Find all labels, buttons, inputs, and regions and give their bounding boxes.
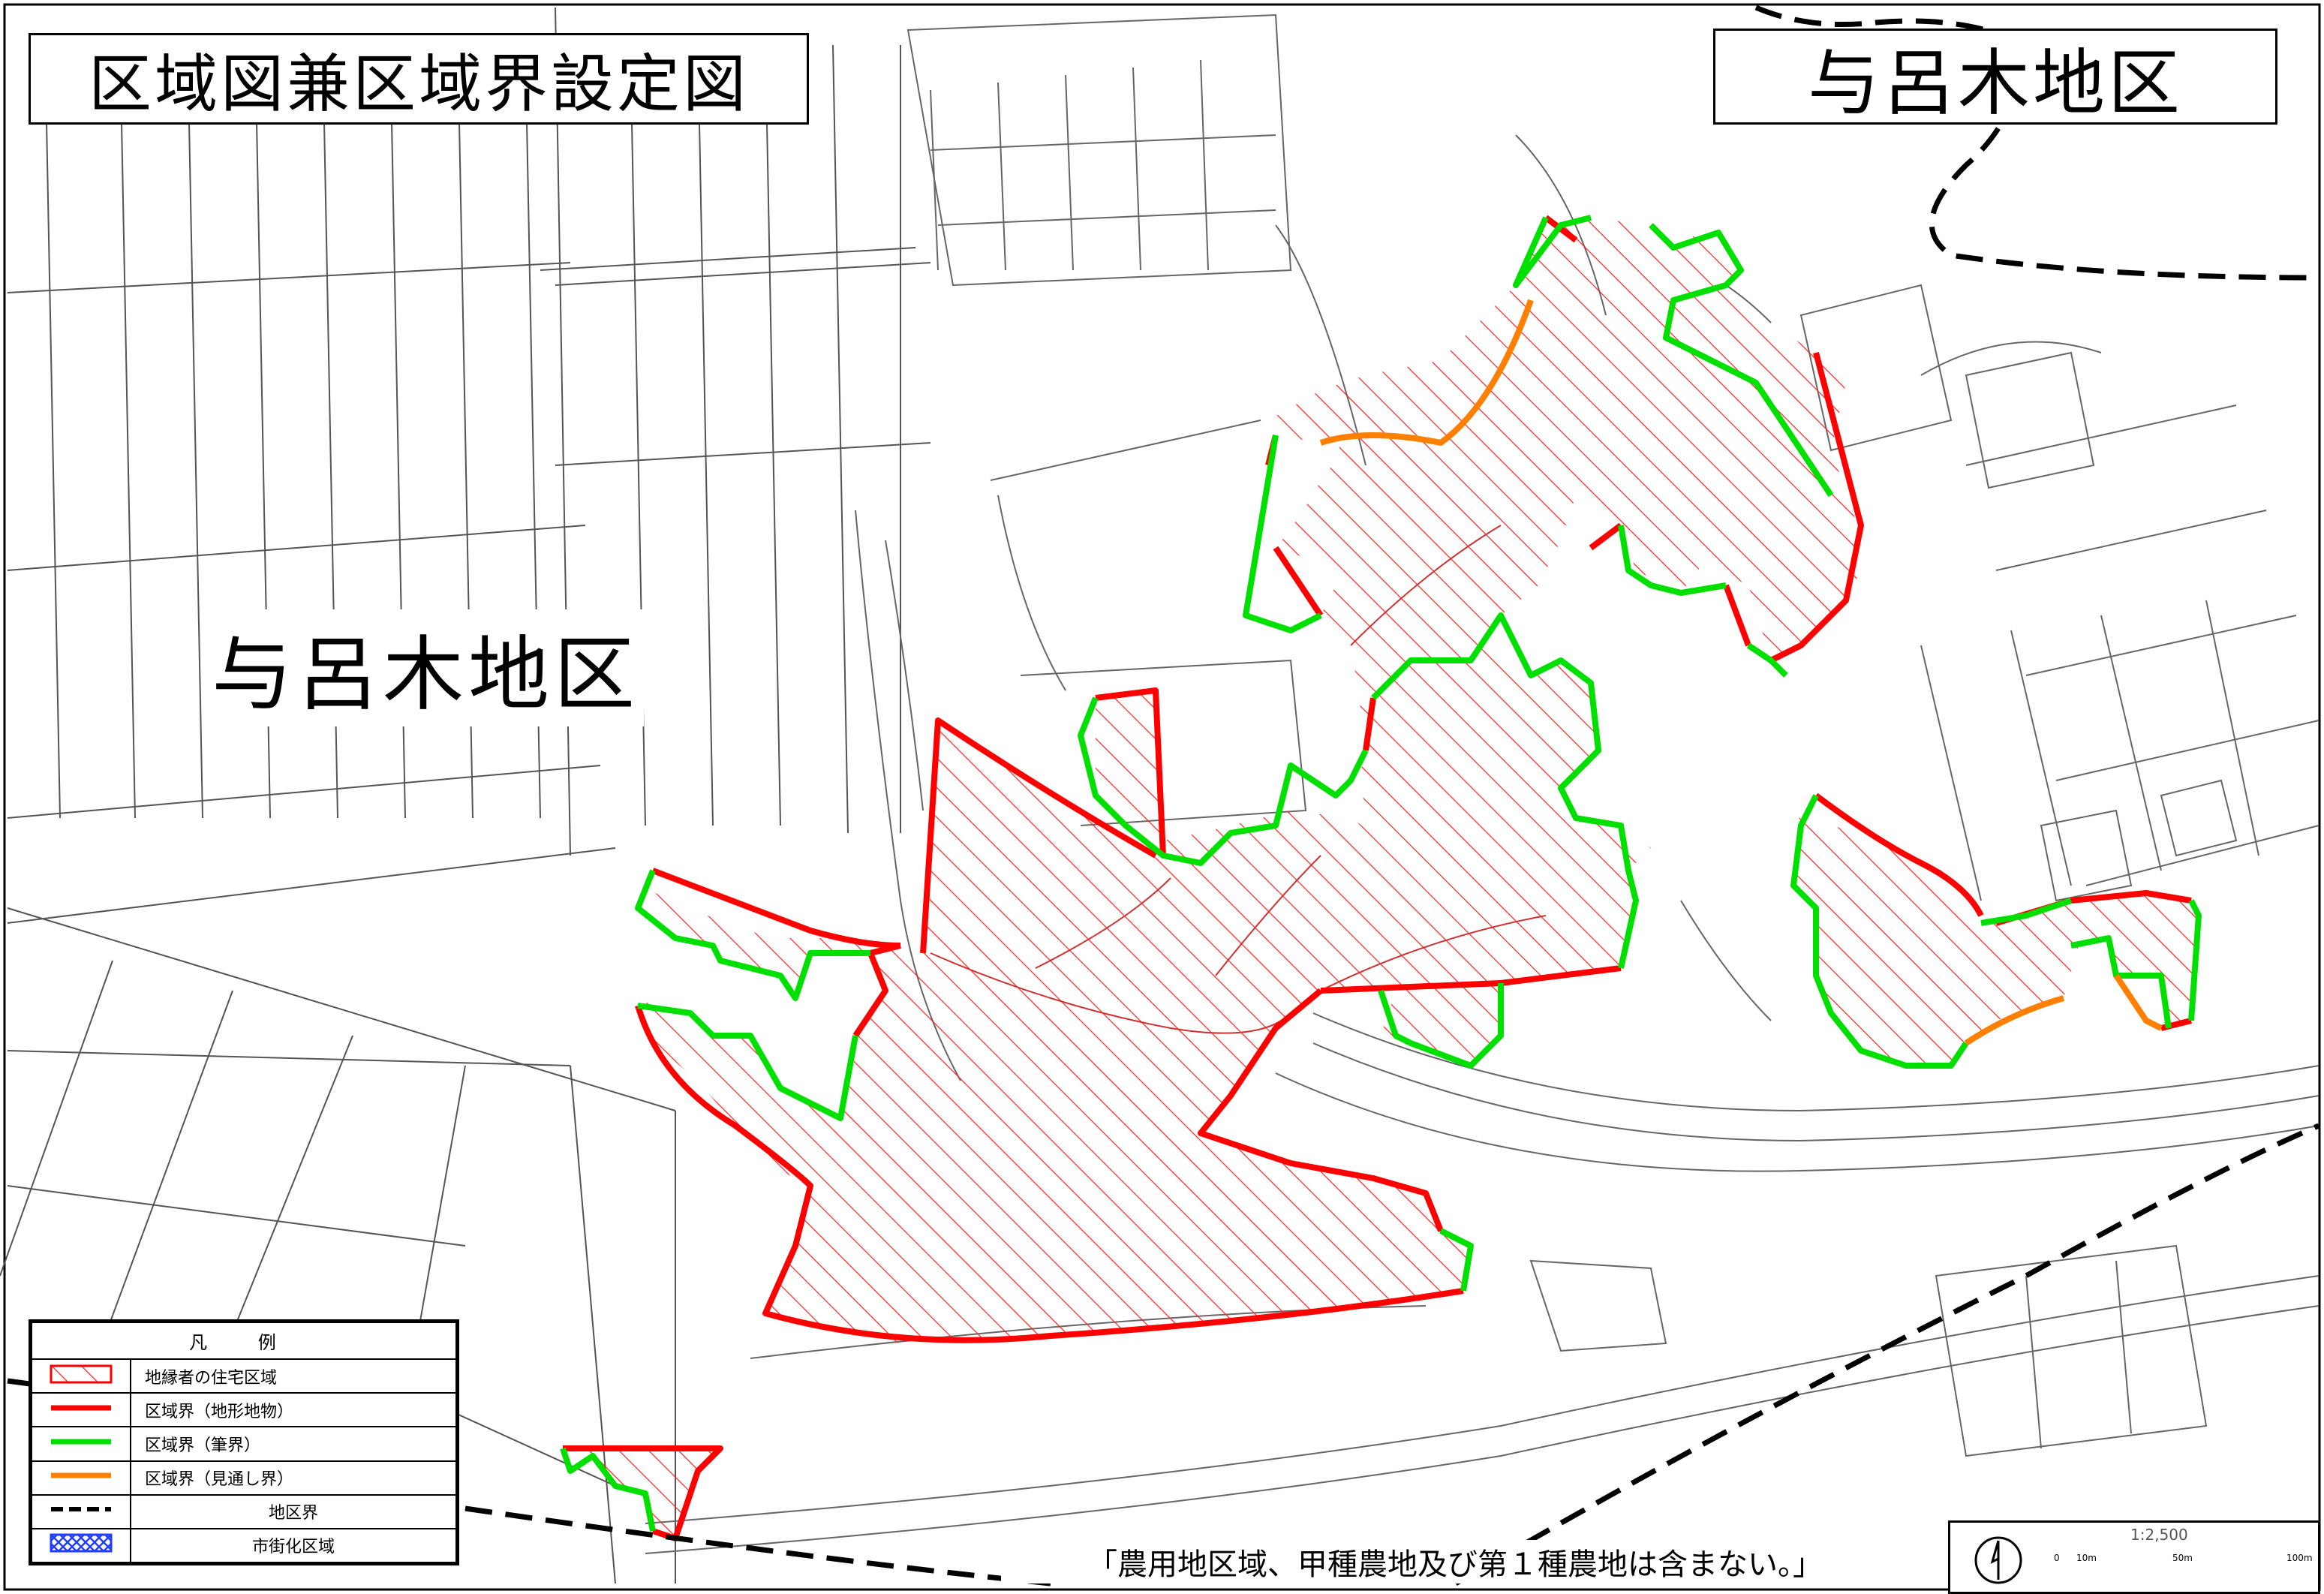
legend-symbol-district [31, 1493, 131, 1529]
legend-label-residential: 地縁者の住宅区域 [130, 1358, 457, 1394]
north-arrow-icon [1974, 1536, 2022, 1584]
district-map-label: 与呂木地区 [207, 609, 645, 726]
exclusion-note: 「農用地区域、甲種農地及び第１種農地は含まない。」 [1001, 1540, 1909, 1583]
paddy-field-grid [0, 7, 931, 1584]
blue-crosshatch-icon [50, 1533, 113, 1553]
map-title: 区域図兼区域界設定図 [29, 33, 809, 125]
legend-label-sight: 区域界（見通し界） [130, 1460, 457, 1496]
legend-symbol-residential [31, 1358, 131, 1394]
legend-label-lot: 区域界（筆界） [130, 1426, 457, 1462]
legend-symbol-urbanization [31, 1527, 131, 1564]
internal-roads [930, 525, 1547, 1034]
boundary-sight-lines [1319, 299, 2163, 1046]
district-title-text: 与呂木地区 [1808, 41, 2183, 125]
red-line-icon [51, 1405, 111, 1411]
legend-symbol-lot [31, 1426, 131, 1462]
base-map-features [645, 14, 2319, 1554]
legend: 凡 例 地縁者の住宅区域 区域界（地形地物） 区域界（筆界） 区域界（見通し界） [29, 1319, 459, 1565]
legend-label-urbanization: 市街化区域 [130, 1527, 457, 1564]
boundary-lot-lines [560, 215, 2202, 1532]
legend-symbol-terrain [31, 1392, 131, 1428]
scale-tick-10: 10m [2076, 1553, 2097, 1563]
scale-tick-50: 50m [2172, 1553, 2193, 1563]
legend-label-terrain: 区域界（地形地物） [130, 1392, 457, 1428]
scale-tick-100: 100m [2286, 1553, 2313, 1563]
green-line-icon [51, 1439, 111, 1445]
legend-label-district: 地区界 [130, 1493, 457, 1529]
dashed-line-icon [51, 1507, 111, 1512]
map-title-text: 区域図兼区域界設定図 [88, 47, 749, 121]
scale-tick-0: 0 [2054, 1553, 2060, 1563]
hatch-swatch-icon [50, 1364, 113, 1384]
residential-areas [563, 218, 2199, 1538]
district-title: 与呂木地区 [1713, 29, 2277, 125]
legend-symbol-sight [31, 1460, 131, 1496]
orange-line-icon [51, 1472, 111, 1478]
scale-box: 1:2,500 0 10m 50m 100m [1948, 1520, 2320, 1594]
legend-header: 凡 例 [31, 1321, 457, 1361]
scale-ratio: 1:2,500 [2130, 1526, 2188, 1544]
